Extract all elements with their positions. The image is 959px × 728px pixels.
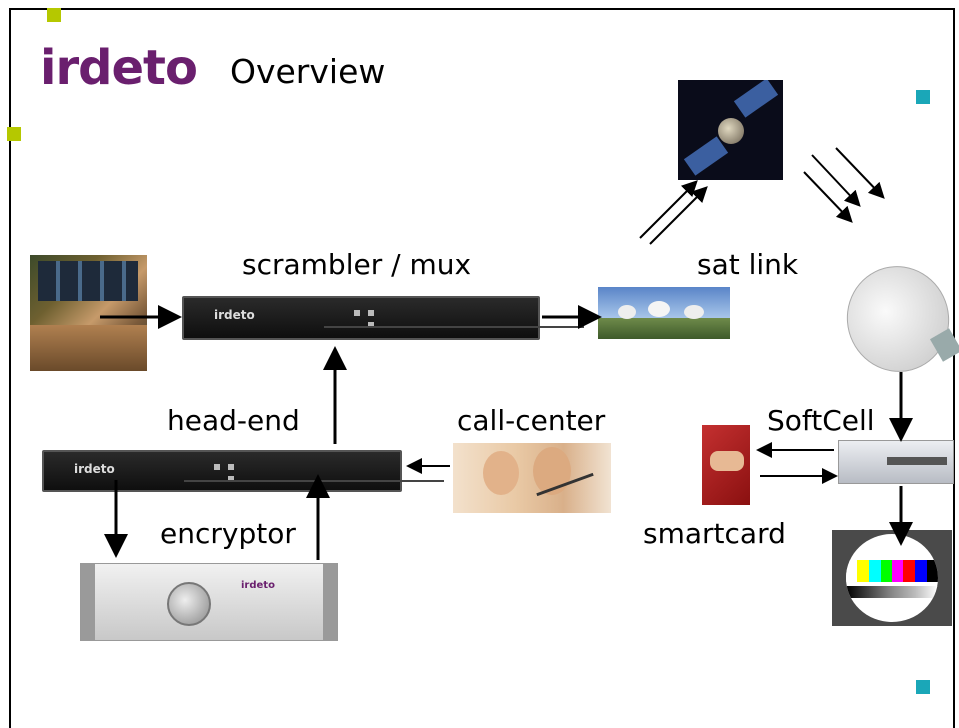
ground-station-photo: [598, 287, 730, 339]
headend-led: [228, 476, 234, 482]
antenna-dish: [648, 301, 670, 317]
agent-face: [483, 451, 519, 495]
scrambler-mux-unit: irdeto: [182, 296, 584, 340]
top-left-bullet: [47, 8, 61, 22]
studio-monitor-wall: [38, 261, 138, 301]
irdeto-logo: irdeto: [40, 40, 198, 96]
page-title: Overview: [230, 52, 386, 91]
gray-steps: [846, 586, 938, 598]
left-bullet: [7, 127, 21, 141]
color-bars: [846, 560, 938, 582]
smartcard-label: smartcard: [643, 517, 786, 550]
bottom-right-bullet: [916, 680, 930, 694]
satlink-label: sat link: [697, 248, 799, 281]
encryptor-brand: irdeto: [241, 580, 275, 591]
scrambler-label: scrambler / mux: [242, 248, 472, 281]
headend-label: head-end: [167, 404, 300, 437]
encryptor-label: encryptor: [160, 517, 296, 550]
arrow-uplink: [639, 180, 698, 239]
encryptor-left-ear: [81, 564, 95, 640]
call-center-photo: [453, 443, 611, 513]
antenna-dish: [684, 305, 704, 319]
arrow-downlink: [803, 171, 853, 223]
test-card-photo: [832, 530, 952, 626]
scrambler-brand: irdeto: [214, 308, 255, 322]
set-top-box: [838, 440, 954, 484]
headend-brand: irdeto: [74, 462, 115, 476]
scrambler-led: [368, 310, 374, 316]
headend-led: [214, 464, 220, 470]
scrambler-slot: [324, 326, 584, 328]
slide-frame: [9, 8, 955, 728]
smartcard-hand: [710, 451, 744, 471]
callcenter-label: call-center: [457, 404, 606, 437]
scrambler-led: [354, 310, 360, 316]
smartcard-photo: [702, 425, 750, 505]
studio-desk: [30, 325, 147, 371]
satellite-photo: [678, 80, 783, 180]
test-card-circle: [846, 534, 938, 622]
arrow-uplink: [649, 186, 708, 245]
encryptor-right-ear: [323, 564, 337, 640]
encryptor-unit: irdeto: [80, 563, 338, 641]
arrow-downlink: [811, 154, 861, 207]
scrambler-led: [368, 322, 374, 328]
antenna-dish: [618, 305, 636, 319]
studio-photo: [30, 255, 147, 371]
softcell-label: SoftCell: [767, 404, 875, 437]
satellite-body: [718, 118, 744, 144]
arrow-downlink: [835, 147, 885, 199]
headend-led: [228, 464, 234, 470]
stb-display: [887, 457, 947, 465]
encryptor-knob: [167, 582, 211, 626]
top-right-bullet: [916, 90, 930, 104]
